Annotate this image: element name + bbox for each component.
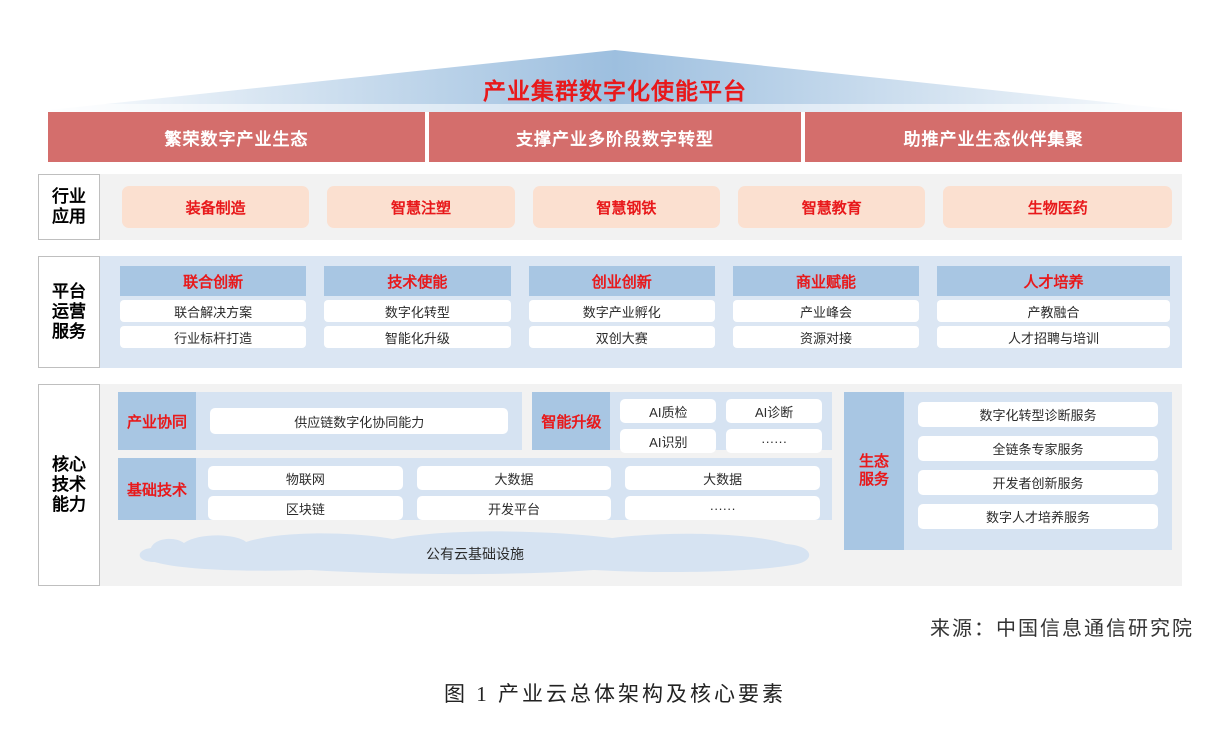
banner-cell-1: 支撑产业多阶段数字转型 — [429, 112, 801, 162]
row-label-line-0: 平台 — [52, 281, 86, 301]
foundation-technology-tag[interactable]: 基础技术 — [118, 458, 196, 520]
banner-cell-0: 繁荣数字产业生态 — [48, 112, 425, 162]
platform-column-item[interactable]: 产教融合 — [937, 300, 1170, 322]
platform-column-head[interactable]: 技术使能 — [324, 266, 511, 296]
platform-column-item[interactable]: 数字化转型 — [324, 300, 511, 322]
ecosystem-tag-line-0: 生态 — [858, 453, 889, 470]
row-label-industry-application: 行业 应用 — [38, 174, 100, 240]
ecosystem-tag-line-1: 服务 — [858, 471, 889, 488]
industry-application-body: 装备制造 智慧注塑 智慧钢铁 智慧教育 生物医药 — [100, 174, 1182, 240]
platform-column-head[interactable]: 联合创新 — [120, 266, 307, 296]
industry-collaboration-group: 产业协同 供应链数字化协同能力 — [118, 392, 523, 450]
row-label-line-1: 技术 — [52, 474, 86, 494]
row-label-core-technology-capability: 核心 技术 能力 — [38, 384, 100, 586]
platform-column: 人才培养 产教融合 人才招聘与培训 — [937, 266, 1170, 348]
banner-row: 繁荣数字产业生态 支撑产业多阶段数字转型 助推产业生态伙伴集聚 — [48, 112, 1182, 162]
core-technology-body: 产业协同 供应链数字化协同能力 智能升级 AI质检 AI诊断 AI识别 ····… — [100, 384, 1182, 586]
core-band-foundation: 基础技术 物联网 大数据 大数据 区块链 开发平台 ······ — [118, 458, 832, 520]
core-capability-item[interactable]: 物联网 — [208, 466, 403, 490]
platform-column-head[interactable]: 人才培养 — [937, 266, 1170, 296]
section-industry-application: 行业 应用 装备制造 智慧注塑 智慧钢铁 智慧教育 生物医药 — [38, 174, 1182, 240]
platform-column-item[interactable]: 智能化升级 — [324, 326, 511, 348]
foundation-technology-items: 物联网 大数据 大数据 区块链 开发平台 ······ — [196, 458, 832, 520]
core-capability-item[interactable]: AI质检 — [620, 399, 717, 423]
cloud-icon — [139, 531, 810, 575]
platform-column: 联合创新 联合解决方案 行业标杆打造 — [120, 266, 307, 348]
public-cloud-label: 公有云基础设施 — [426, 546, 524, 562]
platform-column-item[interactable]: 双创大赛 — [528, 326, 715, 348]
platform-column-item[interactable]: 人才招聘与培训 — [937, 326, 1170, 348]
platform-column: 创业创新 数字产业孵化 双创大赛 — [528, 266, 715, 348]
industry-app-box[interactable]: 装备制造 — [122, 186, 310, 228]
core-capability-item[interactable]: 开发平台 — [416, 496, 612, 520]
industry-app-box[interactable]: 智慧注塑 — [327, 186, 515, 228]
industry-collaboration-tag[interactable]: 产业协同 — [118, 392, 196, 450]
platform-column-item[interactable]: 行业标杆打造 — [120, 326, 307, 348]
row-label-line-1: 应用 — [52, 207, 86, 226]
platform-column-item[interactable]: 数字产业孵化 — [528, 300, 715, 322]
figure-caption: 图 1 产业云总体架构及核心要素 — [444, 682, 786, 706]
core-left-column: 产业协同 供应链数字化协同能力 智能升级 AI质检 AI诊断 AI识别 ····… — [118, 392, 832, 578]
platform-column-head[interactable]: 创业创新 — [528, 266, 715, 296]
public-cloud-infrastructure: 公有云基础设施 — [118, 528, 832, 578]
platform-column-head[interactable]: 商业赋能 — [732, 266, 920, 296]
row-label-line-1: 运营 — [52, 301, 86, 321]
platform-column-item[interactable]: 资源对接 — [732, 326, 920, 348]
section-platform-operation-services: 平台 运营 服务 联合创新 联合解决方案 行业标杆打造 技术使能 数字化转型 智… — [38, 256, 1182, 368]
core-capability-item[interactable]: AI识别 — [620, 429, 717, 453]
intelligent-upgrade-items: AI质检 AI诊断 AI识别 ······ — [610, 392, 832, 453]
ecosystem-services-group: 生态 服务 数字化转型诊断服务 全链条专家服务 开发者创新服务 数字人才培养服务 — [844, 392, 1172, 550]
core-band-upper: 产业协同 供应链数字化协同能力 智能升级 AI质检 AI诊断 AI识别 ····… — [118, 392, 832, 453]
industry-app-box[interactable]: 智慧钢铁 — [532, 186, 721, 228]
industry-app-box[interactable]: 智慧教育 — [738, 186, 926, 228]
core-capability-item[interactable]: 大数据 — [416, 466, 612, 490]
row-label-line-0: 核心 — [52, 454, 86, 474]
core-capability-item[interactable]: 区块链 — [208, 496, 403, 520]
foundation-technology-group: 基础技术 物联网 大数据 大数据 区块链 开发平台 ······ — [118, 458, 832, 520]
row-label-platform-operation-services: 平台 运营 服务 — [38, 256, 100, 368]
section-core-technology-capability: 核心 技术 能力 产业协同 供应链数字化协同能力 智能升级 AI质检 AI诊断 — [38, 384, 1182, 586]
row-label-line-0: 行业 — [52, 186, 86, 206]
row-label-line-2: 服务 — [52, 322, 86, 342]
core-capability-item[interactable]: ······ — [726, 429, 822, 453]
core-capability-item[interactable]: ······ — [625, 496, 820, 520]
platform-column: 技术使能 数字化转型 智能化升级 — [324, 266, 511, 348]
ecosystem-services-list: 数字化转型诊断服务 全链条专家服务 开发者创新服务 数字人才培养服务 — [904, 392, 1172, 550]
source-attribution: 来源：中国信息通信研究院 — [930, 618, 1194, 640]
intelligent-upgrade-tag[interactable]: 智能升级 — [532, 392, 611, 450]
industry-app-box[interactable]: 生物医药 — [943, 186, 1173, 228]
platform-column: 商业赋能 产业峰会 资源对接 — [732, 266, 920, 348]
roof-triangle-icon — [30, 50, 1200, 112]
platform-column-item[interactable]: 联合解决方案 — [120, 300, 307, 322]
intelligent-upgrade-group: 智能升级 AI质检 AI诊断 AI识别 ······ — [532, 392, 832, 453]
ecosystem-service-item[interactable]: 数字人才培养服务 — [918, 504, 1158, 529]
roof-title: 产业集群数字化使能平台 — [483, 78, 747, 104]
core-capability-item[interactable]: AI诊断 — [726, 399, 822, 423]
ecosystem-service-item[interactable]: 全链条专家服务 — [918, 436, 1158, 461]
core-capability-item[interactable]: 大数据 — [625, 466, 820, 490]
row-label-line-2: 能力 — [52, 495, 86, 515]
platform-column-item[interactable]: 产业峰会 — [732, 300, 920, 322]
industry-collaboration-content: 供应链数字化协同能力 — [196, 392, 522, 450]
ecosystem-service-item[interactable]: 数字化转型诊断服务 — [918, 402, 1158, 427]
ecosystem-services-tag[interactable]: 生态 服务 — [844, 392, 904, 550]
platform-services-body: 联合创新 联合解决方案 行业标杆打造 技术使能 数字化转型 智能化升级 创业创新… — [100, 256, 1182, 368]
core-capability-item[interactable]: 供应链数字化协同能力 — [210, 408, 509, 434]
banner-cell-2: 助推产业生态伙伴集聚 — [805, 112, 1182, 162]
ecosystem-service-item[interactable]: 开发者创新服务 — [918, 470, 1158, 495]
roof-graphic: 产业集群数字化使能平台 — [30, 50, 1200, 112]
